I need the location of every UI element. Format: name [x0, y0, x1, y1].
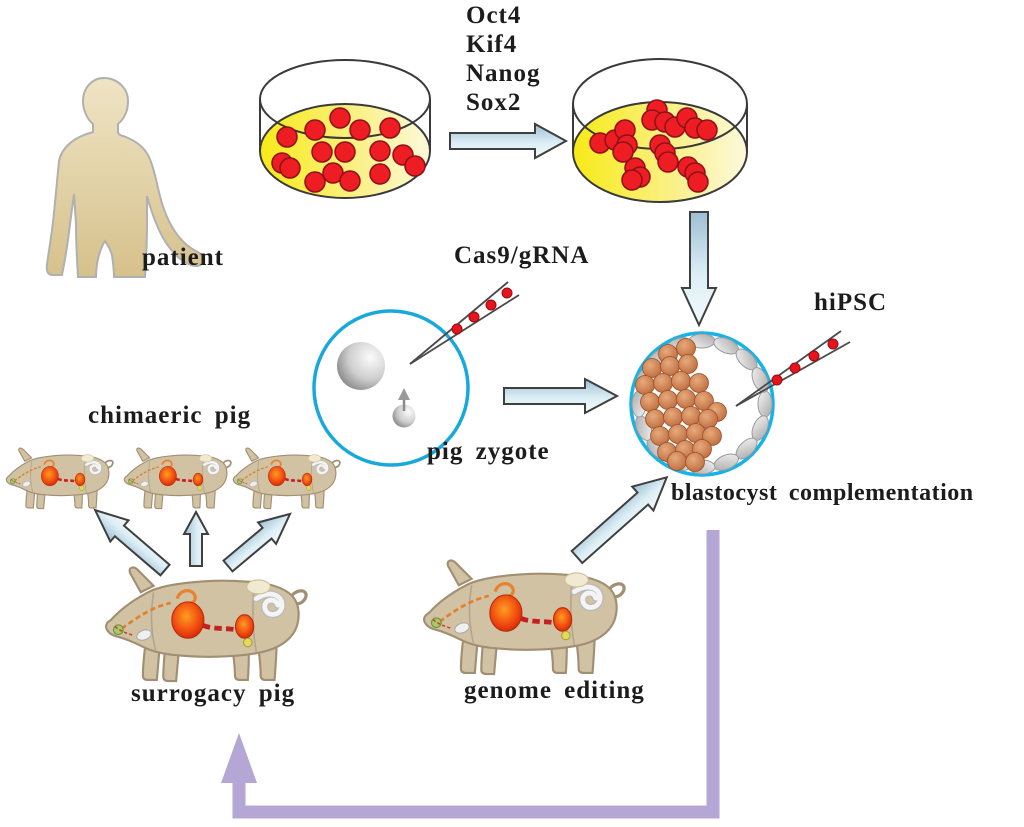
microinjection-needle-hipsc — [735, 330, 851, 407]
genome-editing-label: genome editing — [464, 677, 645, 704]
surrogacy-pig-figure — [106, 567, 306, 681]
hipsc-cells — [635, 338, 727, 472]
blastocyst-figure — [629, 331, 775, 477]
blastocyst-complementation-label: blastocyst complementation — [671, 480, 974, 506]
surrogacy-pig-label: surrogacy pig — [131, 680, 296, 707]
factor-nanog: Nanog — [466, 60, 541, 87]
pig-zygote-label: pig zygote — [427, 438, 550, 465]
factor-sox2: Sox2 — [466, 89, 522, 116]
polar-body-arrow-icon — [398, 388, 410, 411]
arrow-to-chimaeric-1 — [93, 508, 171, 577]
ipsc-colonies — [589, 99, 718, 193]
dissociated-cells — [271, 107, 426, 193]
genome-editing-pig-figure — [424, 560, 624, 674]
microinjection-needle-cas9 — [409, 281, 520, 365]
patient-figure — [45, 76, 205, 278]
reprogramming-factors-label: Oct4 Kif4 Nanog Sox2 — [466, 1, 540, 117]
arrow-reprogramming — [449, 122, 569, 160]
chimaeric-pig-2 — [122, 446, 233, 511]
arrow-zygote-to-blastocyst — [503, 377, 620, 415]
chimaeric-pig-3 — [231, 446, 342, 511]
petri-dish-ipsc-colonies — [572, 58, 748, 203]
pig-zygote-figure — [312, 309, 470, 467]
arrow-dish-to-blastocyst — [680, 211, 718, 328]
arrow-to-chimaeric-2 — [182, 509, 210, 567]
arrow-to-chimaeric-3 — [222, 512, 292, 573]
petri-dish-initial — [259, 59, 431, 199]
factor-oct4: Oct4 — [466, 2, 522, 29]
chimaeric-pig-label: chimaeric pig — [88, 402, 252, 429]
arrow-genome-to-blastocyst — [570, 475, 669, 565]
factor-kif4: Kif4 — [466, 31, 518, 58]
chimaeric-pig-1 — [4, 446, 115, 511]
hipsc-label: hiPSC — [814, 289, 888, 316]
patient-label: patient — [142, 244, 224, 271]
feedback-arrow-purple — [221, 530, 720, 819]
cas9-grna-label: Cas9/gRNA — [454, 242, 590, 269]
